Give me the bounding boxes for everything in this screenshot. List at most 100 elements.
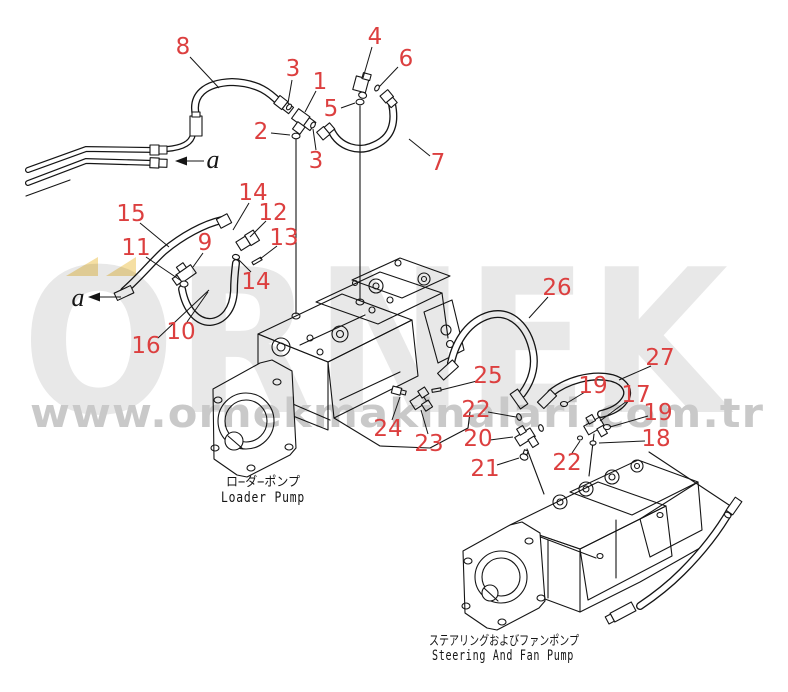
leader-line	[609, 415, 649, 428]
hose-26	[447, 310, 538, 398]
leader-line	[440, 380, 478, 391]
plug-21	[519, 449, 529, 461]
leader-line	[304, 90, 317, 113]
part-label-19: 19	[578, 373, 607, 399]
leader-line	[599, 400, 628, 422]
part-label-22: 22	[552, 450, 581, 476]
loader-pump-caption-en: Loader Pump	[221, 490, 305, 506]
leader-line	[287, 79, 293, 104]
part-label-21: 21	[470, 456, 499, 482]
hose-fitting	[536, 388, 558, 410]
leader-line	[139, 222, 170, 248]
part-label-14: 14	[238, 180, 267, 206]
hose-8	[191, 77, 284, 120]
part-label-24: 24	[373, 416, 402, 442]
clamp-14	[215, 213, 233, 229]
leader-line	[391, 396, 401, 421]
leader-line	[237, 258, 252, 273]
leader-line	[157, 289, 210, 339]
part-label-1: 1	[313, 69, 328, 95]
loader-pump-drawing	[210, 257, 471, 478]
watermark-brand: ORNEK	[22, 227, 734, 460]
connection-marker-a: a	[72, 283, 85, 312]
connection-arrow-icon	[175, 156, 187, 166]
part-label-18: 18	[641, 426, 670, 452]
part-label-17: 17	[621, 382, 650, 408]
union-fitting-12	[235, 229, 261, 252]
line-art	[25, 72, 743, 631]
leader-line	[496, 457, 520, 466]
leader-line	[312, 128, 317, 151]
part-label-2: 2	[254, 119, 269, 145]
part-label-14: 14	[241, 269, 270, 295]
part-label-27: 27	[645, 345, 674, 371]
leader-line	[598, 440, 646, 444]
leader-line	[189, 56, 220, 89]
hose-fitting	[437, 359, 459, 381]
part-label-6: 6	[399, 46, 414, 72]
part-label-3: 3	[309, 148, 324, 174]
leader-line	[232, 202, 250, 231]
part-label-25: 25	[473, 363, 502, 389]
part-label-3: 3	[286, 56, 301, 82]
leader-line	[378, 66, 399, 88]
part-label-26: 26	[542, 275, 571, 301]
tube-fitting	[149, 157, 168, 169]
part-label-15: 15	[116, 201, 145, 227]
tee-fitting-20	[514, 425, 540, 449]
o-rings-top	[285, 84, 380, 140]
steering-fan-pump-drawing	[461, 459, 703, 631]
tee-fitting-17	[583, 413, 608, 438]
part-label-23: 23	[414, 431, 443, 457]
leader-line	[528, 296, 549, 319]
part-label-19: 19	[643, 400, 672, 426]
leader-line	[186, 291, 209, 323]
yellow-arrow-markers	[66, 257, 136, 276]
yellow-triangle-icon	[106, 257, 136, 276]
leader-line	[340, 102, 356, 109]
part-label-4: 4	[368, 24, 383, 50]
leader-line	[192, 252, 204, 268]
hose-fitting	[723, 496, 743, 519]
elbow-fitting-23	[409, 386, 434, 412]
leader-line	[571, 440, 581, 454]
hose-15	[120, 216, 226, 295]
loader-pump-caption-jp: ロ−ダ−ポンプ	[226, 475, 300, 490]
o-rings-mid	[179, 253, 241, 288]
tee-fitting-9	[171, 262, 197, 286]
part-label-5: 5	[324, 96, 339, 122]
hose-fitting	[379, 89, 398, 109]
hose-fitting	[509, 388, 529, 410]
steering-pump-caption-en: Steering And Fan Pump	[432, 648, 574, 664]
steering-hose	[636, 505, 735, 610]
tube-fitting	[149, 144, 168, 156]
connection-marker-a: a	[207, 145, 220, 174]
part-label-22: 22	[461, 397, 490, 423]
leader-line	[566, 391, 586, 404]
part-label-16: 16	[131, 333, 160, 359]
leader-line	[420, 409, 429, 435]
leader-line	[489, 436, 514, 441]
connection-arrow-icon	[88, 292, 100, 302]
leader-line	[249, 220, 267, 238]
leader-line	[487, 411, 517, 418]
pin-25	[431, 387, 442, 393]
captions: ロ−ダ−ポンプ Loader Pump ステアリングおよびファンポンプ Stee…	[221, 475, 579, 664]
hose-27	[547, 372, 632, 418]
leader-line	[270, 132, 291, 136]
part-label-13: 13	[269, 225, 298, 251]
part-label-11: 11	[121, 235, 150, 261]
leader-line	[259, 245, 278, 260]
part-label-8: 8	[176, 34, 191, 60]
steering-pump-caption-jp: ステアリングおよびファンポンプ	[429, 634, 579, 649]
part-label-10: 10	[166, 319, 195, 345]
leader-line	[618, 365, 652, 381]
watermark: ORNEK www.ornekmakinalari.com.tr	[22, 227, 764, 460]
part-label-20: 20	[463, 426, 492, 452]
leader-line	[145, 256, 181, 281]
watermark-url: www.ornekmakinalari.com.tr	[30, 391, 764, 437]
part-label-9: 9	[198, 230, 213, 256]
